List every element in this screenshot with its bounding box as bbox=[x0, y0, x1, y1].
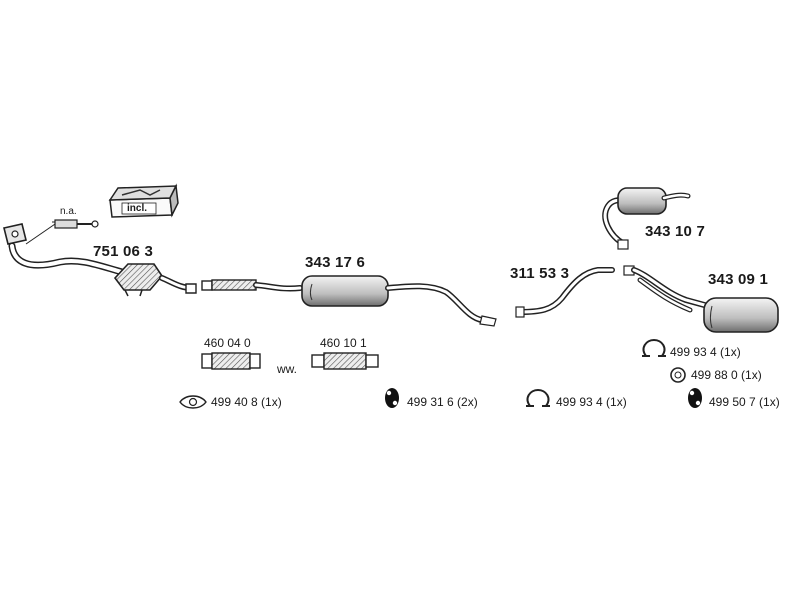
front-pipe bbox=[8, 242, 126, 276]
oxygen-sensor-na-label: n.a. bbox=[60, 206, 77, 217]
flex-section bbox=[201, 279, 303, 292]
catalytic-converter bbox=[113, 263, 197, 297]
flex-pipe-a bbox=[201, 352, 261, 370]
rear-silencer-alt bbox=[602, 187, 691, 250]
part-number-catalyst: 751 06 3 bbox=[93, 243, 153, 260]
accessory-gasket-label: 499 40 8 (1x) bbox=[211, 395, 282, 409]
accessory-clamp-b-label: 499 93 4 (1x) bbox=[670, 345, 741, 359]
intermediate-pipe bbox=[515, 267, 615, 318]
ring-icon bbox=[670, 367, 686, 383]
gasket-icon bbox=[179, 395, 207, 409]
front-pipe-flange bbox=[3, 223, 27, 245]
rubber-mount-icon bbox=[688, 388, 702, 408]
part-number-intermediate-pipe: 311 53 3 bbox=[510, 265, 570, 282]
rubber-mount-icon bbox=[385, 388, 399, 408]
accessory-clamp-a-label: 499 93 4 (1x) bbox=[556, 395, 627, 409]
part-number-middle-silencer: 343 17 6 bbox=[305, 254, 365, 271]
accessory-mount-b-label: 499 50 7 (1x) bbox=[709, 395, 780, 409]
accessory-ring-label: 499 88 0 (1x) bbox=[691, 368, 762, 382]
incl-label: incl. bbox=[127, 203, 148, 214]
accessory-mount-a-label: 499 31 6 (2x) bbox=[407, 395, 478, 409]
oxygen-sensor bbox=[25, 219, 99, 245]
hardware-kit-box bbox=[108, 183, 179, 218]
clamp-icon bbox=[526, 388, 550, 407]
alternative-ww-label: ww. bbox=[277, 362, 298, 376]
middle-silencer bbox=[301, 275, 497, 327]
part-number-rear-silencer: 343 09 1 bbox=[708, 271, 768, 288]
flex-pipe-b bbox=[311, 352, 379, 370]
rear-silencer bbox=[623, 265, 779, 333]
clamp-icon bbox=[642, 338, 666, 357]
part-number-flex-pipe-a: 460 04 0 bbox=[204, 336, 251, 350]
part-number-flex-pipe-b: 460 10 1 bbox=[320, 336, 367, 350]
part-number-rear-silencer-alt: 343 10 7 bbox=[645, 223, 705, 240]
